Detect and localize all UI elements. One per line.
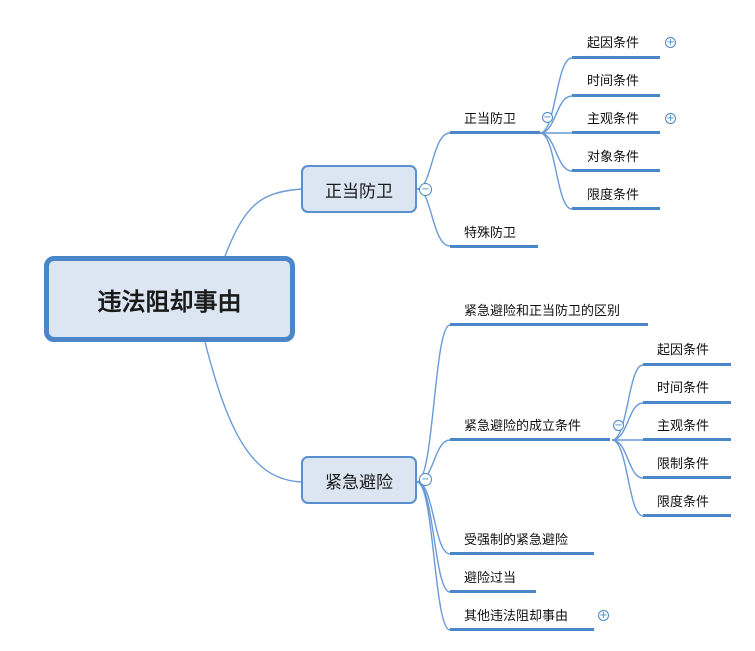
necessity-condition-limit[interactable]: 限度条件 xyxy=(657,495,709,511)
condition-label: 对象条件 xyxy=(587,150,640,165)
condition-label: 时间条件 xyxy=(587,74,640,89)
condition-label: 限度条件 xyxy=(657,495,710,510)
condition-label: 限度条件 xyxy=(587,188,640,203)
condition-underline xyxy=(643,514,731,517)
condition-label: 起因条件 xyxy=(657,343,710,358)
defense-condition-limit[interactable]: 限度条件 xyxy=(587,188,639,204)
subtopic-label: 避险过当 xyxy=(464,571,517,586)
condition-underline xyxy=(572,94,660,97)
plus-glyph: + xyxy=(666,37,675,48)
necessity-condition-cause[interactable]: 起因条件 xyxy=(657,343,709,359)
collapse-necessity-conditions-icon[interactable]: − xyxy=(613,420,624,431)
collapse-self-defense-icon[interactable]: − xyxy=(419,183,432,196)
branch-necessity[interactable]: 紧急避险 xyxy=(301,456,417,504)
root-topic[interactable]: 违法阻却事由 xyxy=(44,256,295,342)
subtopic-forced[interactable]: 受强制的紧急避险 xyxy=(464,533,568,549)
subtopic-label: 紧急避险和正当防卫的区别 xyxy=(464,304,621,319)
condition-underline xyxy=(643,476,731,479)
subtopic-underline xyxy=(450,628,594,631)
subtopic-label: 紧急避险的成立条件 xyxy=(464,419,582,434)
condition-label: 时间条件 xyxy=(657,381,710,396)
branch-necessity-label: 紧急避险 xyxy=(325,472,393,493)
condition-label: 限制条件 xyxy=(657,457,710,472)
necessity-condition-subjective[interactable]: 主观条件 xyxy=(657,419,709,435)
expand-cause-icon[interactable]: + xyxy=(665,37,676,48)
condition-underline xyxy=(572,169,660,172)
expand-subjective-icon[interactable]: + xyxy=(665,113,676,124)
condition-label: 起因条件 xyxy=(587,36,640,51)
branch-self-defense[interactable]: 正当防卫 xyxy=(301,165,417,213)
subtopic-label: 受强制的紧急避险 xyxy=(464,533,569,548)
condition-underline xyxy=(572,131,660,134)
branch-self-defense-label: 正当防卫 xyxy=(325,181,393,202)
subtopic-necessity-conditions[interactable]: 紧急避险的成立条件 xyxy=(464,419,581,435)
subtopic-underline xyxy=(450,552,594,555)
plus-glyph: + xyxy=(666,113,675,124)
condition-underline xyxy=(643,363,731,366)
plus-glyph: + xyxy=(599,610,608,621)
defense-condition-cause[interactable]: 起因条件 xyxy=(587,36,639,52)
subtopic-underline xyxy=(450,131,540,134)
subtopic-underline xyxy=(450,323,648,326)
subtopic-special-defense[interactable]: 特殊防卫 xyxy=(464,226,516,242)
subtopic-difference[interactable]: 紧急避险和正当防卫的区别 xyxy=(464,304,620,320)
root-topic-label: 违法阻却事由 xyxy=(97,287,242,316)
subtopic-normal-defense[interactable]: 正当防卫 xyxy=(464,112,516,128)
minus-glyph: − xyxy=(421,474,430,485)
subtopic-underline xyxy=(450,590,536,593)
subtopic-label: 正当防卫 xyxy=(464,112,517,127)
subtopic-underline xyxy=(450,438,610,441)
collapse-normal-defense-icon[interactable]: − xyxy=(542,112,553,123)
subtopic-excess[interactable]: 避险过当 xyxy=(464,571,516,587)
subtopic-label: 特殊防卫 xyxy=(464,226,517,241)
condition-label: 主观条件 xyxy=(587,112,640,127)
condition-underline xyxy=(572,56,660,59)
collapse-necessity-icon[interactable]: − xyxy=(419,473,432,486)
defense-condition-time[interactable]: 时间条件 xyxy=(587,74,639,90)
defense-condition-subjective[interactable]: 主观条件 xyxy=(587,112,639,128)
condition-label: 主观条件 xyxy=(657,419,710,434)
subtopic-underline xyxy=(450,245,538,248)
defense-condition-object[interactable]: 对象条件 xyxy=(587,150,639,166)
subtopic-label: 其他违法阻却事由 xyxy=(464,609,569,624)
expand-other-icon[interactable]: + xyxy=(598,610,609,621)
necessity-condition-time[interactable]: 时间条件 xyxy=(657,381,709,397)
minus-glyph: − xyxy=(543,112,552,123)
subtopic-other[interactable]: 其他违法阻却事由 xyxy=(464,609,568,625)
condition-underline xyxy=(643,438,731,441)
minus-glyph: − xyxy=(421,184,430,195)
condition-underline xyxy=(643,401,731,404)
minus-glyph: − xyxy=(614,420,623,431)
necessity-condition-restriction[interactable]: 限制条件 xyxy=(657,457,709,473)
condition-underline xyxy=(572,207,660,210)
